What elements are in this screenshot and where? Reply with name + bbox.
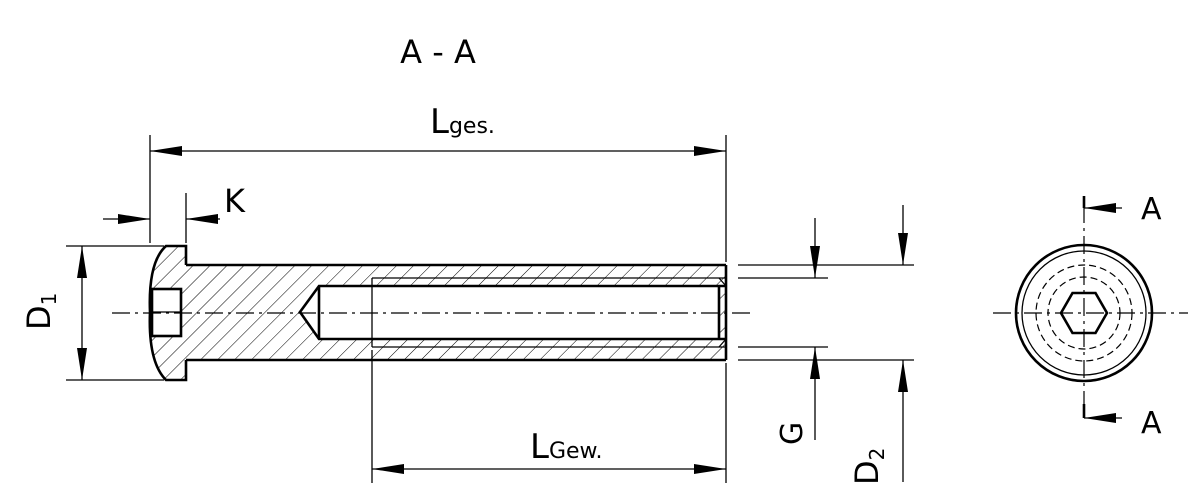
shaft-hatch xyxy=(186,265,726,360)
total-length-label: Lges. xyxy=(430,102,495,142)
end-view: A A xyxy=(993,192,1188,441)
section-view xyxy=(112,244,750,382)
head-height-label: K xyxy=(224,182,246,220)
outer-circle xyxy=(1014,243,1154,383)
hex-socket-end xyxy=(1059,291,1109,335)
section-mark-bottom: A xyxy=(1141,406,1162,441)
hidden-circle-inner xyxy=(1047,276,1121,350)
head-hatch xyxy=(149,246,186,380)
dimensions: Lges. K D1 LGew. G xyxy=(20,102,914,485)
threaded-bore xyxy=(298,284,726,341)
hidden-circle-outer xyxy=(1035,264,1133,362)
head-outline xyxy=(148,244,188,382)
thread-label: G xyxy=(775,422,810,445)
section-title: A - A xyxy=(400,33,476,71)
thread-length-label: LGew. xyxy=(530,427,603,467)
section-mark-top: A xyxy=(1141,192,1162,227)
shaft-diameter-label: D2 xyxy=(848,448,889,485)
head-diameter-label: D1 xyxy=(20,293,61,330)
